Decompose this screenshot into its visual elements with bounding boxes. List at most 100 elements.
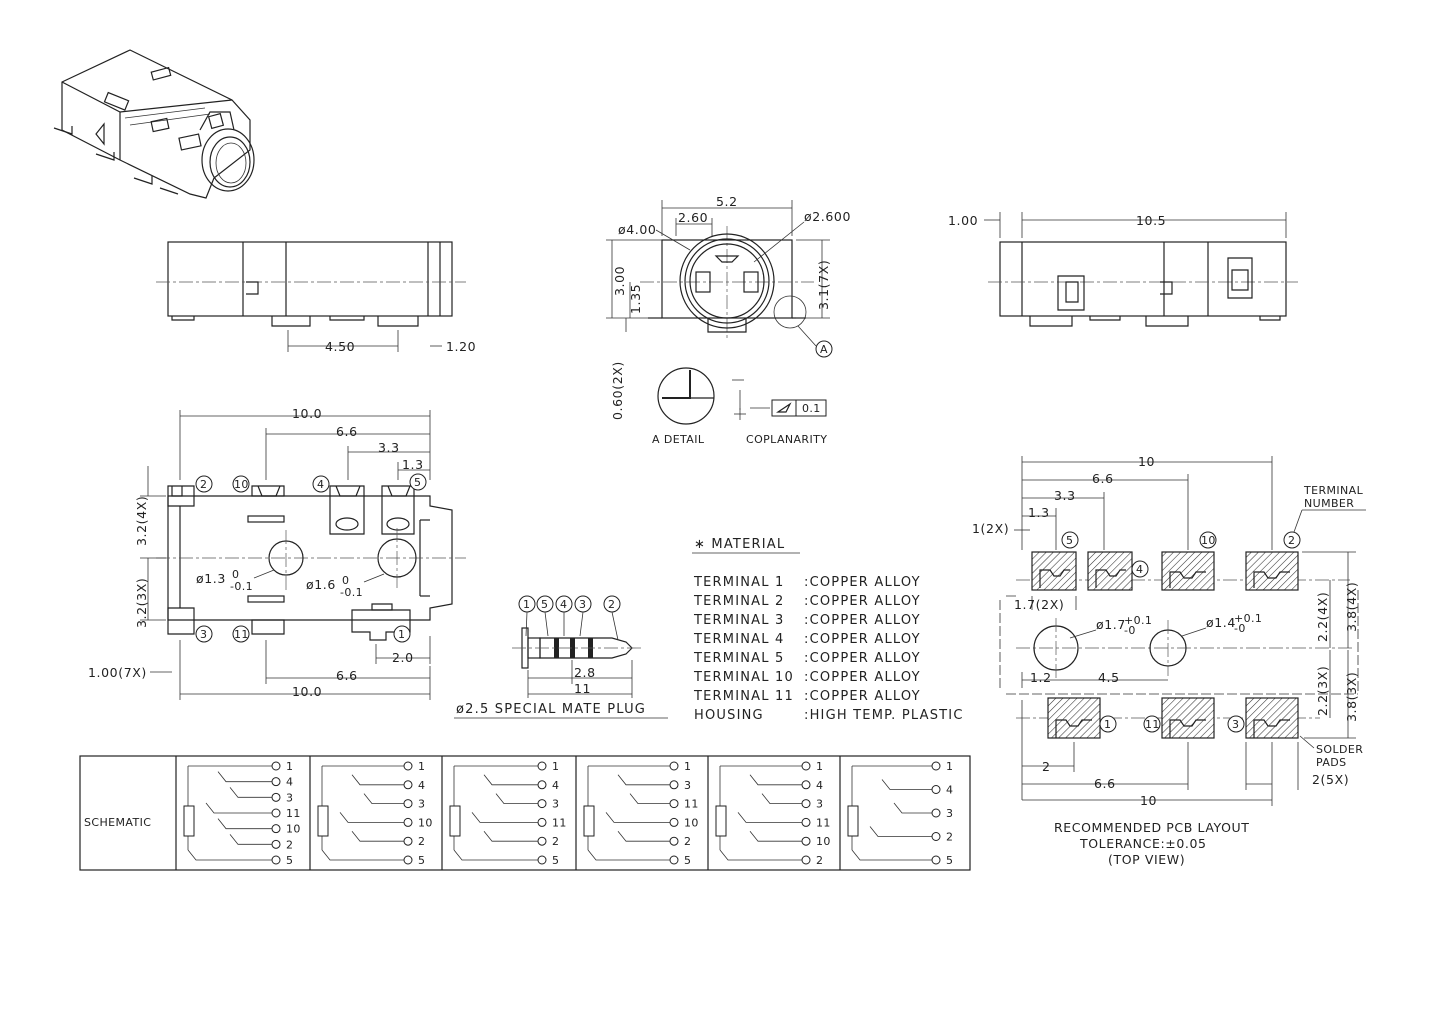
schematic-pin-circle xyxy=(403,761,413,771)
dim-pcb-v4: 3.8(3X) xyxy=(1344,672,1359,722)
schematic-pin-circle xyxy=(271,792,281,802)
schematic-pin-circle xyxy=(403,855,413,865)
pcb-pad-11 xyxy=(1161,697,1215,739)
schematic-contact-line xyxy=(495,793,538,804)
label-coplanarity: COPLANARITY xyxy=(746,433,827,446)
schematic-pin-circle xyxy=(931,832,941,841)
dim-fp-hole1-tol: 0 xyxy=(232,568,239,581)
schematic-contact-line xyxy=(363,793,404,804)
plug-pin-3: 3 xyxy=(579,598,586,611)
dim-pcb-e: 2 xyxy=(1042,759,1051,774)
fp-pin-4: 4 xyxy=(317,478,324,491)
schematic-contact-line xyxy=(187,849,272,861)
pcb-pin-5: 5 xyxy=(1066,534,1073,547)
material-row-5-term: TERMINAL 5 xyxy=(693,651,785,666)
label-terminal-number-1: TERMINAL xyxy=(1303,484,1364,497)
schematic-pin-circle xyxy=(537,855,547,865)
schematic-contact-line xyxy=(629,793,670,804)
schematic-pin-circle xyxy=(403,836,413,846)
dim-pcb-w3: 3.3 xyxy=(1054,488,1076,503)
schematic-contact-line xyxy=(749,774,802,786)
dim-fp-w3: 3.3 xyxy=(378,440,400,455)
pcb-pin-3: 3 xyxy=(1232,718,1239,731)
pcb-pin-2: 2 xyxy=(1288,534,1295,547)
dim-top-h3: 3.1(7X) xyxy=(816,260,831,310)
schematic-pin-label: 3 xyxy=(552,798,559,811)
schematic-body xyxy=(183,805,195,837)
material-table: ∗ MATERIAL TERMINAL 1 :COPPER ALLOY TERM… xyxy=(692,537,964,723)
label-detail-a: A DETAIL xyxy=(652,433,705,446)
material-rows: TERMINAL 1 :COPPER ALLOY TERMINAL 2 :COP… xyxy=(693,575,964,723)
dim-fp-hole2-tol-neg: -0.1 xyxy=(340,586,363,599)
dim-top-h2: 1.35 xyxy=(628,284,643,314)
fp-pin-11: 11 xyxy=(234,628,249,641)
dim-fp-hole1-tol-neg: -0.1 xyxy=(230,580,253,593)
schematic-body xyxy=(847,805,859,837)
dim-pcb-f: 6.6 xyxy=(1094,776,1116,791)
pcb-pin-4: 4 xyxy=(1136,563,1143,576)
schematic-contact-line xyxy=(605,812,670,823)
dim-pcb-hole2-tol-low: -0 xyxy=(1234,622,1246,635)
schematic-pin-label: 1 xyxy=(286,760,293,773)
material-row-3-term: TERMINAL 3 xyxy=(693,613,785,628)
schematic-pin-label: 5 xyxy=(418,854,425,867)
pcb-layout: 5 4 10 2 1 11 3 TERMINAL NUMBER 10 6.6 3… xyxy=(972,454,1366,867)
schematic-pin-label: 1 xyxy=(816,760,823,773)
schematic-contact-line xyxy=(351,774,404,786)
dim-top-h4: 0.60(2X) xyxy=(610,361,625,420)
schematic-contact-line xyxy=(761,793,802,804)
material-row-5-mat: :COPPER ALLOY xyxy=(804,651,921,666)
schematic-pin-label: 10 xyxy=(816,835,831,848)
schematic-pin-circle xyxy=(801,780,811,790)
schematic-pin-circle xyxy=(537,761,547,771)
schematic-contact-line xyxy=(851,849,932,861)
schematic-pin-circle xyxy=(669,855,679,865)
front-view: A 5.2 2.60 ø2.600 ø4.00 3.00 1.35 3.1(7X… xyxy=(606,194,850,446)
schematic-pin-label: 2 xyxy=(816,854,823,867)
pcb-pin-10: 10 xyxy=(1201,534,1216,547)
schematic-table: SCHEMATIC 143111025143102514311251311102… xyxy=(79,755,971,871)
pcb-pad-5 xyxy=(1031,551,1077,591)
schematic-body xyxy=(317,805,329,837)
footprint-view: 2 10 4 5 3 11 1 10.0 6.6 3.3 1.3 3.2(4X)… xyxy=(88,406,466,700)
schematic-pin-circle xyxy=(537,817,547,827)
dim-pcb-hole1-tol-low: -0 xyxy=(1124,624,1136,637)
dim-fp-h1: 3.2(4X) xyxy=(134,496,149,546)
schematic-pin-circle xyxy=(271,777,281,787)
schematic-pin-label: 1 xyxy=(552,760,559,773)
schematic-contact-line xyxy=(483,830,538,842)
schematic-pin-label: 2 xyxy=(552,835,559,848)
dim-pcb-w1: 10 xyxy=(1138,454,1155,469)
schematic-contact-line xyxy=(893,802,932,814)
material-title: ∗ MATERIAL xyxy=(694,537,785,552)
side-view-left: 4.50 1.20 xyxy=(156,241,476,354)
schematic-pin-circle xyxy=(403,780,413,790)
schematic-pin-circle xyxy=(537,780,547,790)
schematic-cells: 1431110251431025143112513111025143111021… xyxy=(183,760,953,867)
pcb-pad-10 xyxy=(1161,551,1215,591)
schematic-pin-circle xyxy=(271,761,281,771)
dim-fp-b1: 2.0 xyxy=(392,650,414,665)
schematic-pin-label: 1 xyxy=(684,760,691,773)
schematic-pin-circle xyxy=(537,836,547,846)
pcb-view: (TOP VIEW) xyxy=(1108,852,1185,867)
schematic-pin-circle xyxy=(271,824,281,834)
pcb-pin-labels: 5 4 10 2 1 11 3 xyxy=(1061,531,1301,733)
dim-top-w: 5.2 xyxy=(716,194,738,209)
dim-side-b: 1.20 xyxy=(446,339,476,354)
schematic-pin-label: 1 xyxy=(946,760,953,773)
isometric-view xyxy=(53,49,255,199)
material-row-8-mat: :HIGH TEMP. PLASTIC xyxy=(804,708,964,723)
dim-fp-w1: 10.0 xyxy=(292,406,322,421)
schematic-contact-line xyxy=(229,834,272,845)
schematic-pin-label: 5 xyxy=(286,854,293,867)
schematic-pin-label: 2 xyxy=(946,831,953,844)
dim-pcb-w2: 6.6 xyxy=(1092,471,1114,486)
dim-fp-h2: 3.2(3X) xyxy=(134,578,149,628)
pcb-pad-3 xyxy=(1245,697,1299,739)
pcb-pad-1 xyxy=(1047,697,1101,739)
plug-pin-5: 5 xyxy=(541,598,548,611)
schematic-pin-circle xyxy=(537,799,547,809)
